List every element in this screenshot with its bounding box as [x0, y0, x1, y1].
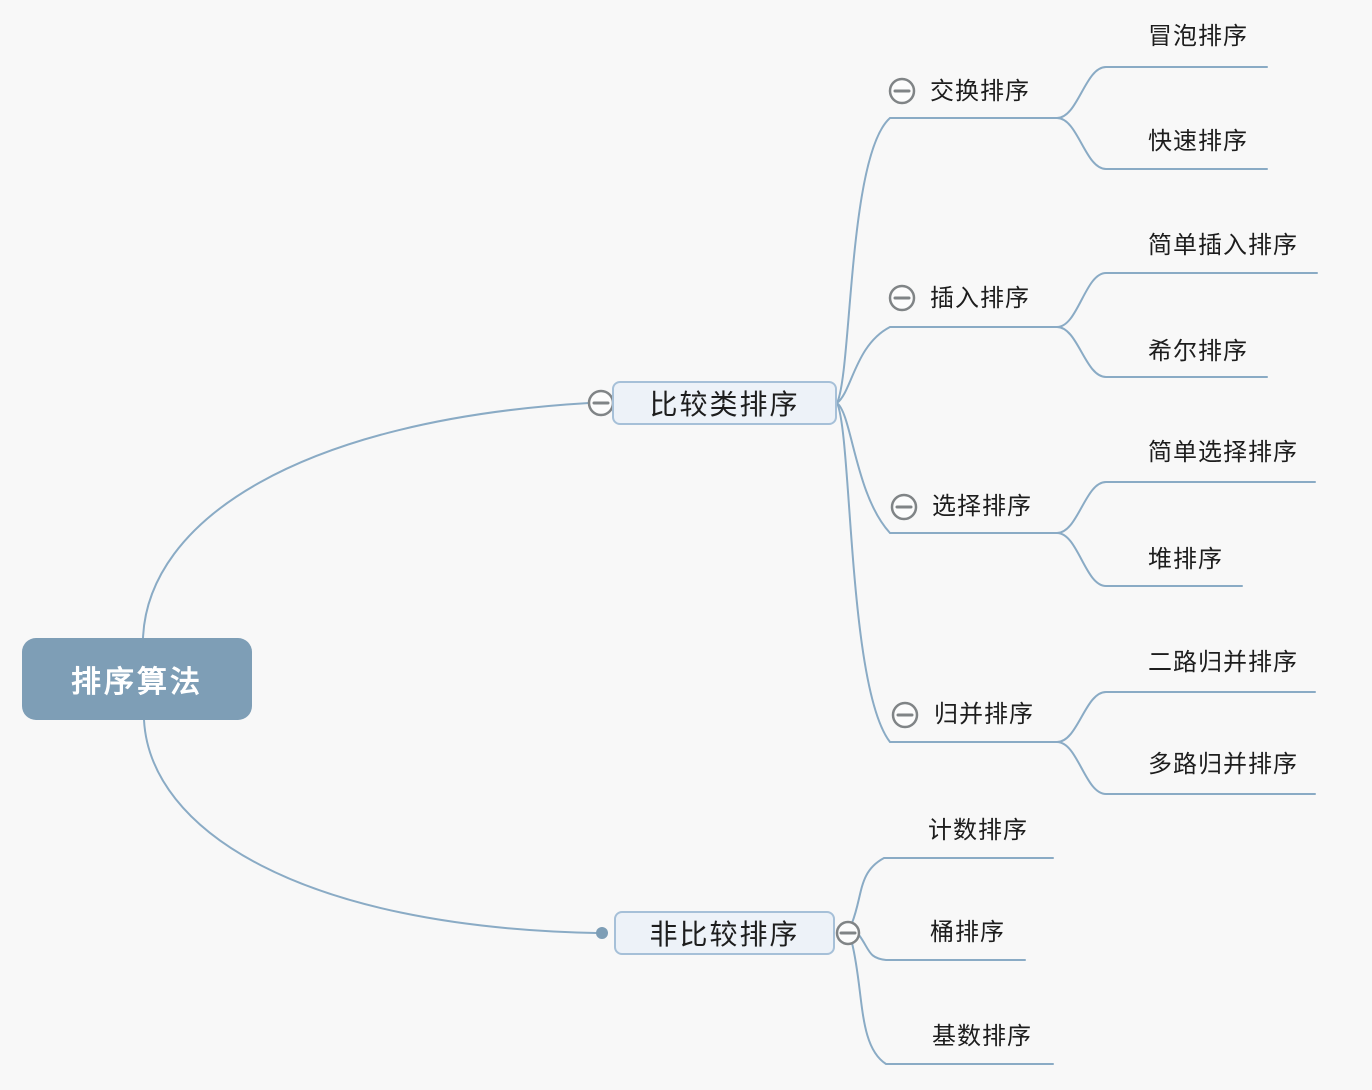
edge-noncomparison-to-counting: [851, 857, 1054, 924]
edge-insertion-to-shell: [1056, 326, 1268, 378]
collapse-icon-exchange[interactable]: [888, 77, 916, 105]
edge-root-to-comparison: [142, 402, 590, 639]
topic-counting-sort[interactable]: 计数排序: [928, 816, 1028, 844]
topic-two-way-merge-sort[interactable]: 二路归并排序: [1148, 648, 1298, 676]
collapse-icon-comparison[interactable]: [587, 389, 615, 417]
edge-comparison-to-insertion: [836, 326, 1058, 404]
topic-heap-sort[interactable]: 堆排序: [1148, 545, 1223, 573]
collapse-icon-insertion[interactable]: [888, 284, 916, 312]
edge-merge-to-multi-way: [1056, 741, 1316, 795]
collapse-icon-noncomparison[interactable]: [835, 920, 861, 946]
collapse-icon-merge[interactable]: [891, 701, 919, 729]
collapse-icon-selection[interactable]: [890, 493, 918, 521]
topic-shell-sort[interactable]: 希尔排序: [1148, 337, 1248, 365]
root-node-label: 排序算法: [71, 665, 203, 700]
topic-radix-sort[interactable]: 基数排序: [932, 1022, 1032, 1050]
edge-exchange-to-bubble: [1056, 66, 1268, 119]
edge-comparison-to-merge: [836, 402, 1058, 743]
branch-node-comparison[interactable]: 比较类排序: [612, 381, 837, 425]
root-node[interactable]: 排序算法: [22, 638, 252, 720]
topic-quick-sort[interactable]: 快速排序: [1148, 127, 1248, 155]
topic-bucket-sort[interactable]: 桶排序: [930, 918, 1005, 946]
edge-insertion-to-simple-insert: [1056, 272, 1318, 328]
edge-noncomparison-to-bucket: [858, 934, 1026, 961]
branch-node-noncomparison[interactable]: 非比较排序: [614, 911, 835, 955]
topic-simple-selection-sort[interactable]: 简单选择排序: [1148, 438, 1298, 466]
connector-dot: [596, 927, 608, 939]
branch-node-label: 非比较排序: [649, 918, 800, 951]
topic-simple-insertion-sort[interactable]: 简单插入排序: [1148, 231, 1298, 259]
edge-comparison-to-exchange: [836, 117, 1058, 404]
topic-insertion-sort[interactable]: 插入排序: [930, 284, 1030, 312]
edge-noncomparison-to-radix: [851, 942, 1054, 1065]
edge-merge-to-two-way: [1056, 691, 1316, 743]
edge-selection-to-heap: [1056, 532, 1243, 587]
topic-bubble-sort[interactable]: 冒泡排序: [1148, 22, 1248, 50]
edge-comparison-to-selection: [836, 402, 1058, 534]
topic-merge-sort[interactable]: 归并排序: [934, 700, 1034, 728]
edge-exchange-to-quick: [1056, 117, 1268, 170]
topic-multi-way-merge-sort[interactable]: 多路归并排序: [1148, 750, 1298, 778]
edge-root-to-noncomparison: [143, 719, 597, 934]
branch-node-label: 比较类排序: [649, 388, 800, 421]
topic-selection-sort[interactable]: 选择排序: [932, 492, 1032, 520]
edge-selection-to-simple-select: [1056, 481, 1316, 534]
topic-exchange-sort[interactable]: 交换排序: [930, 77, 1030, 105]
